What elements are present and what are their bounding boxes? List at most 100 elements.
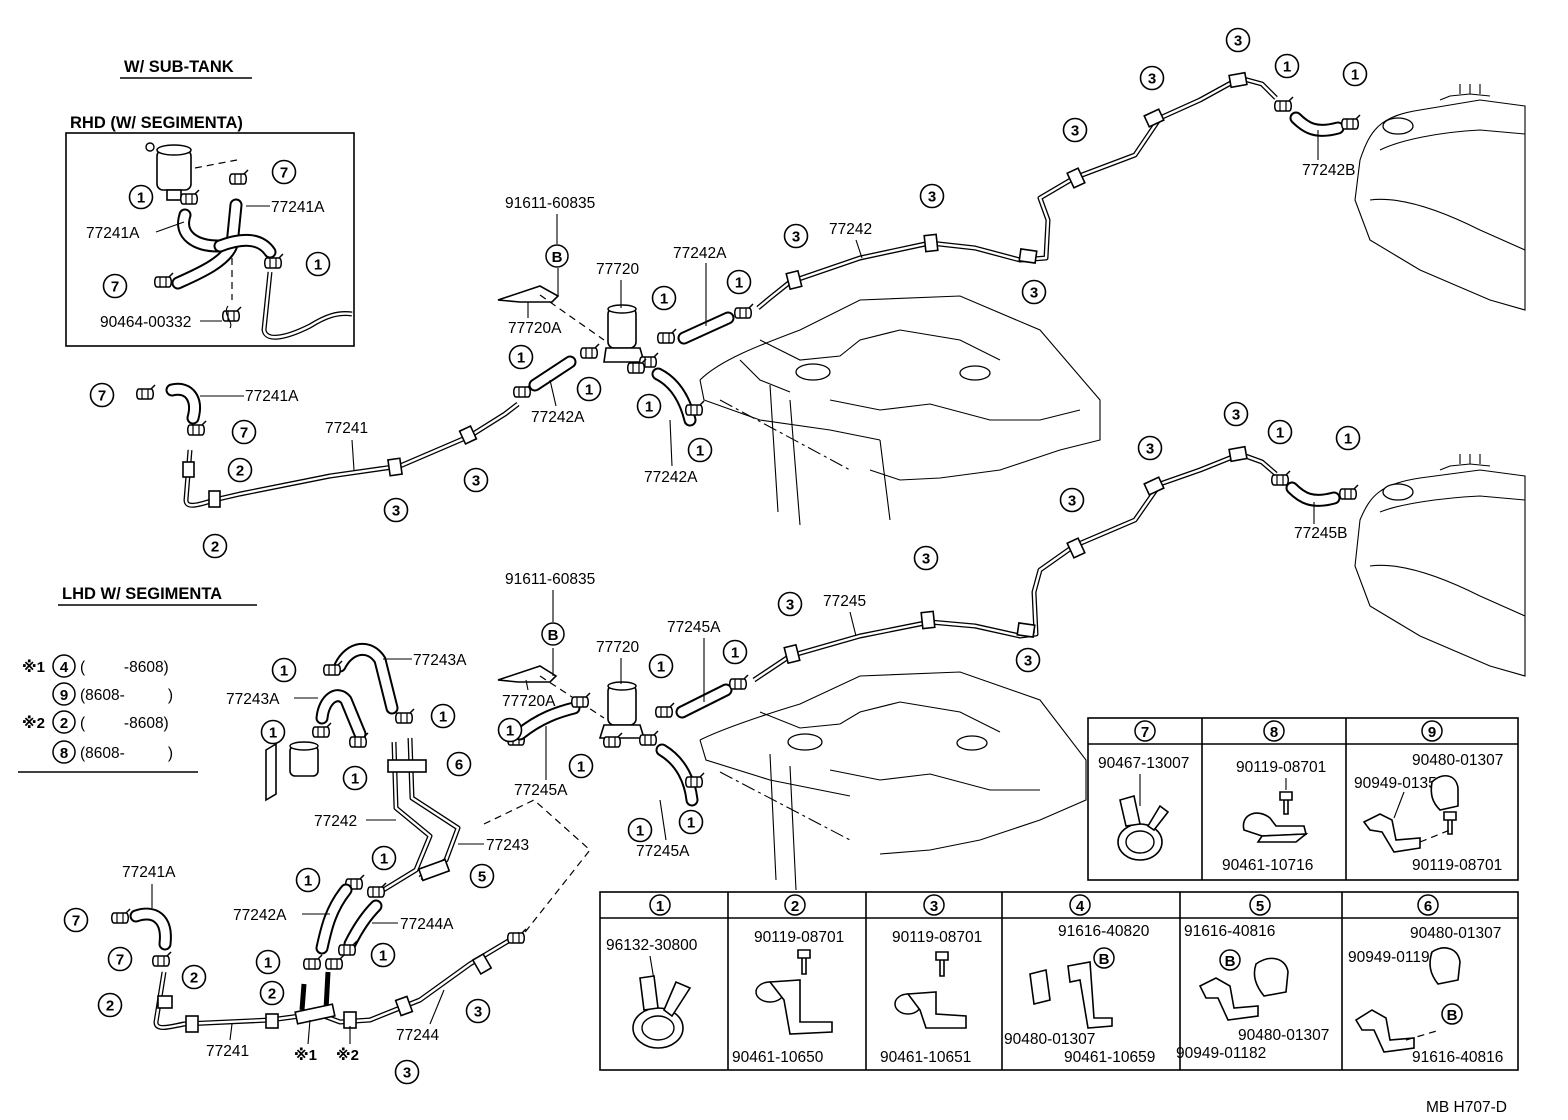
callout-number: 2 <box>268 986 276 1003</box>
bottom-col-6-part-1: 90480-01307 <box>1410 925 1501 942</box>
bottom-col-4-part-2: 90480-01307 <box>1004 1031 1095 1048</box>
callout-number: 5 <box>478 869 486 886</box>
callout-number: 1 <box>636 823 644 840</box>
label-77242a-top: 77242A <box>673 245 727 262</box>
callout-circle <box>687 437 713 463</box>
callout-number: 3 <box>1232 407 1240 424</box>
rhd-inset <box>65 132 355 347</box>
legend-row-2-range: (8608- ) <box>80 687 173 704</box>
callout-number: 7 <box>280 165 288 182</box>
callout-number: 1 <box>264 955 272 972</box>
label-90464-00332: 90464-00332 <box>100 314 191 331</box>
callout-number: 1 <box>687 815 695 832</box>
callout-number: 1 <box>645 399 653 416</box>
legend-row-1-range: ( -8608) <box>80 659 169 676</box>
b-marker-upper: B <box>552 249 563 266</box>
b-marker-lower: B <box>548 627 559 644</box>
callout-circle <box>1225 27 1251 53</box>
lhd-title: LHD W/ SEGIMENTA <box>62 585 222 603</box>
callout-circle <box>636 393 662 419</box>
callout-circle <box>913 545 939 571</box>
callout-number: 1 <box>379 948 387 965</box>
label-77242b: 77242B <box>1302 162 1355 179</box>
callout-number: 3 <box>392 503 400 520</box>
lhd-filter <box>265 741 319 802</box>
clip-table-bottom: 1 96132-30800 2 90119-08701 90461-10650 … <box>599 891 1519 1071</box>
callout-circle <box>1335 425 1361 451</box>
label-77243a-1: 77243A <box>413 652 467 669</box>
label-77241a-rhd-1: 77241A <box>271 199 325 216</box>
callout-circle <box>260 719 286 745</box>
callout-circle <box>271 159 297 185</box>
bottom-col-6-b: B <box>1447 1007 1458 1024</box>
callout-number: 2 <box>190 970 198 987</box>
callout-circle <box>102 273 128 299</box>
callout-number: 7 <box>98 388 106 405</box>
bottom-col-6-part-2: 90949-01193 <box>1348 949 1438 966</box>
middle-assembly <box>497 445 1359 807</box>
label-77242a-mid: 77242A <box>531 409 585 426</box>
callout-circle <box>128 184 154 210</box>
bottom-col-6-part-3: 91616-40816 <box>1412 1049 1503 1066</box>
bottom-col-1-part-1: 96132-30800 <box>606 937 698 954</box>
legend-row-1-num: 4 <box>60 659 69 676</box>
callout-circle <box>651 285 677 311</box>
callout-number: 3 <box>1234 33 1242 50</box>
label-77241a-lhd: 77241A <box>122 864 176 881</box>
callout-number: 1 <box>380 851 388 868</box>
callout-circle <box>181 964 207 990</box>
callout-number: 1 <box>577 759 585 776</box>
rhd-inset-filter <box>145 142 192 201</box>
callout-circle <box>1137 435 1163 461</box>
callout-circle <box>383 497 409 523</box>
label-77242-upper: 77242 <box>829 221 872 238</box>
bottom-col-2-part-1: 90119-08701 <box>754 929 844 946</box>
callout-number: 1 <box>696 443 704 460</box>
callout-circle <box>63 907 89 933</box>
callout-number: 1 <box>137 190 145 207</box>
callout-circle <box>271 657 297 683</box>
callout-circle <box>1059 487 1085 513</box>
callout-circle <box>1342 61 1368 87</box>
callout-circle <box>568 753 594 779</box>
callout-circle <box>1274 53 1300 79</box>
label-77242a-lhd: 77242A <box>233 907 287 924</box>
label-77241-lhd: 77241 <box>206 1043 249 1060</box>
callout-circle <box>370 942 396 968</box>
callout-number: 1 <box>735 275 743 292</box>
callout-circle <box>295 867 321 893</box>
callout-circle <box>202 533 228 559</box>
label-77720-lower: 77720 <box>596 639 639 656</box>
callout-circle <box>783 223 809 249</box>
label-77242a-lower: 77242A <box>644 469 698 486</box>
part-labels: 91611-60835 77720 77720A 77242A 77242 77… <box>86 130 1355 1064</box>
callout-number: 1 <box>660 291 668 308</box>
rhd-inset-frame <box>65 132 355 347</box>
label-77242-lhd: 77242 <box>314 813 357 830</box>
label-77245a-lower: 77245A <box>636 843 690 860</box>
clip-table-top: 7 90467-13007 8 90119-08701 90461-10716 … <box>1087 717 1519 881</box>
charcoal-canister-middle <box>598 681 659 748</box>
callout-number: 3 <box>1024 653 1032 670</box>
callout-circle <box>259 980 285 1006</box>
upper-assembly <box>136 71 1361 508</box>
callout-circle <box>227 457 253 483</box>
callout-number: 7 <box>116 952 124 969</box>
star2-marker: ※2 <box>336 1046 359 1064</box>
callout-circle <box>255 949 281 975</box>
label-77245a-top: 77245A <box>667 619 721 636</box>
label-77241a-rhd-2: 77241A <box>86 225 140 242</box>
bottom-col-4-b: B <box>1099 951 1110 968</box>
legend: ※1 4 ( -8608) 9 (8608- ) ※2 2 ( -8608) 8… <box>18 654 198 773</box>
label-77720-upper: 77720 <box>596 261 639 278</box>
top-col-8-part-2: 90461-10716 <box>1222 857 1313 874</box>
callout-circle <box>394 1059 420 1085</box>
legend-row-2-num: 9 <box>60 687 68 704</box>
callout-circle <box>627 817 653 843</box>
label-77245: 77245 <box>823 593 866 610</box>
label-77244a: 77244A <box>400 916 454 933</box>
callout-number: 1 <box>1344 431 1352 448</box>
callout-circle <box>305 251 331 277</box>
callout-number: 3 <box>928 189 936 206</box>
callout-number: 1 <box>585 382 593 399</box>
